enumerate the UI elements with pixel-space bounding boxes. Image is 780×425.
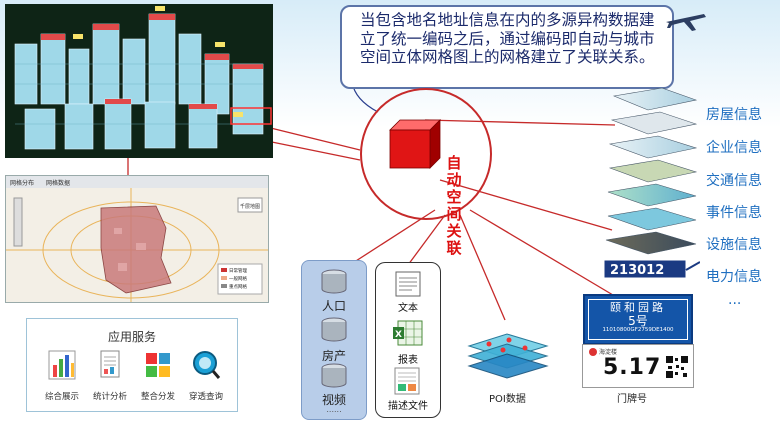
layer-toggle-label: 千层地图 (240, 203, 260, 210)
database-icon-2 (321, 363, 347, 388)
database-icon-0 (321, 269, 347, 294)
door-plate-label: 门牌号 (617, 394, 647, 405)
city-3d-buildings (5, 4, 273, 158)
qr-code-icon (665, 355, 689, 379)
layer-toggle-button[interactable] (237, 197, 263, 213)
city-3d-view (5, 4, 273, 158)
legend-item-2: 重点网格 (229, 283, 247, 290)
app-penetration-query[interactable]: 穿透查询 (183, 349, 229, 402)
link-doc (407, 214, 446, 266)
door-plate-code: 11010800GF2759DE1400 (602, 327, 674, 333)
app-label-1: 统计分析 (92, 392, 127, 402)
text-doc-icon (395, 271, 421, 297)
link-poi (459, 214, 506, 321)
tab-grid-distribution[interactable]: 网格分布 (10, 180, 35, 187)
door-plate-road: 颐和园路 (610, 301, 666, 314)
bar-chart-icon (48, 350, 76, 380)
tab-grid-data[interactable]: 网格数据 (46, 180, 71, 187)
db-label-property: 房产 (321, 349, 346, 363)
poi-data-icon (467, 333, 549, 379)
db-label-video: 视频 (321, 393, 346, 407)
app-label-2: 整合分发 (140, 392, 175, 402)
plate2-brand: 海淀楼 (599, 349, 618, 356)
door-plate-qr: 海淀楼 5.17 (582, 344, 694, 388)
app-label-0: 综合展示 (44, 392, 79, 402)
category-power: 电力信息 (706, 269, 762, 285)
link-city-cube-2 (261, 139, 361, 161)
legend-item-0: 日常管理 (229, 267, 247, 274)
description-file-icon (394, 367, 420, 395)
db-label-population: 人口 (321, 299, 346, 313)
app-integration-distribution[interactable]: 整合分发 (135, 349, 181, 402)
plate2-number: 5.17 (603, 355, 662, 380)
poi-data-label: POI数据 (489, 394, 526, 405)
svg-text:X: X (395, 330, 402, 340)
grid-code-label: 213012 (610, 263, 664, 278)
red-cube-icon (389, 119, 441, 169)
brand-logo-icon (589, 348, 597, 356)
description-bubble: 当包含地名地址信息在内的多源异构数据建立了统一编码之后，通过编码即自动与城市空间… (340, 5, 674, 89)
app-comprehensive-display[interactable]: 综合展示 (39, 349, 85, 402)
spreadsheet-icon: X (393, 320, 423, 346)
category-event: 事件信息 (706, 205, 762, 221)
description-text: 当包含地名地址信息在内的多源异构数据建立了统一编码之后，通过编码即自动与城市空间… (360, 11, 655, 66)
door-plate-blue: 颐和园路 5号 11010800GF2759DE1400 (583, 294, 693, 345)
app-label-3: 穿透查询 (188, 392, 223, 402)
magnifier-icon (193, 351, 221, 379)
door-plate-number: 5号 (628, 314, 648, 328)
document-column: 文本 X 报表 描述文件 (375, 262, 441, 418)
legend-item-1: 一般网格 (229, 275, 247, 282)
document-report-icon (100, 350, 120, 378)
category-enterprise: 企业信息 (706, 140, 762, 156)
database-icon-1 (321, 317, 347, 342)
auto-spatial-association-label: 自动空间关联 (446, 154, 462, 257)
layered-maps: 213012 (603, 88, 700, 279)
category-facility: 设施信息 (706, 237, 762, 253)
airplane-icon (666, 14, 706, 31)
category-housing: 房屋信息 (706, 107, 762, 123)
map-canvas: 千层地图 日常管理 一般网格 重点网格 (6, 188, 268, 302)
center-ring (360, 88, 492, 220)
doc-label-report: 报表 (398, 355, 418, 366)
link-door (469, 209, 619, 299)
category-more: ... (728, 292, 742, 308)
category-traffic: 交通信息 (706, 173, 762, 189)
database-column: 人口 房产 视频 ...... (301, 260, 367, 420)
db-label-more: ...... (326, 405, 342, 414)
puzzle-icon (146, 353, 170, 377)
application-services-panel: 应用服务 综合展示 统计分析 整合分发 穿透查询 (26, 318, 238, 412)
door-plate-frame (588, 299, 688, 340)
app-statistical-analysis[interactable]: 统计分析 (87, 349, 133, 402)
doc-label-text: 文本 (398, 303, 418, 314)
app-services-title: 应用服务 (107, 330, 156, 344)
doc-label-description: 描述文件 (388, 401, 428, 412)
zoom-slider[interactable] (13, 197, 23, 247)
grid-map-view: 网格分布 网格数据 千层地图 日常管理 一般网格 重点网格 (5, 175, 269, 303)
